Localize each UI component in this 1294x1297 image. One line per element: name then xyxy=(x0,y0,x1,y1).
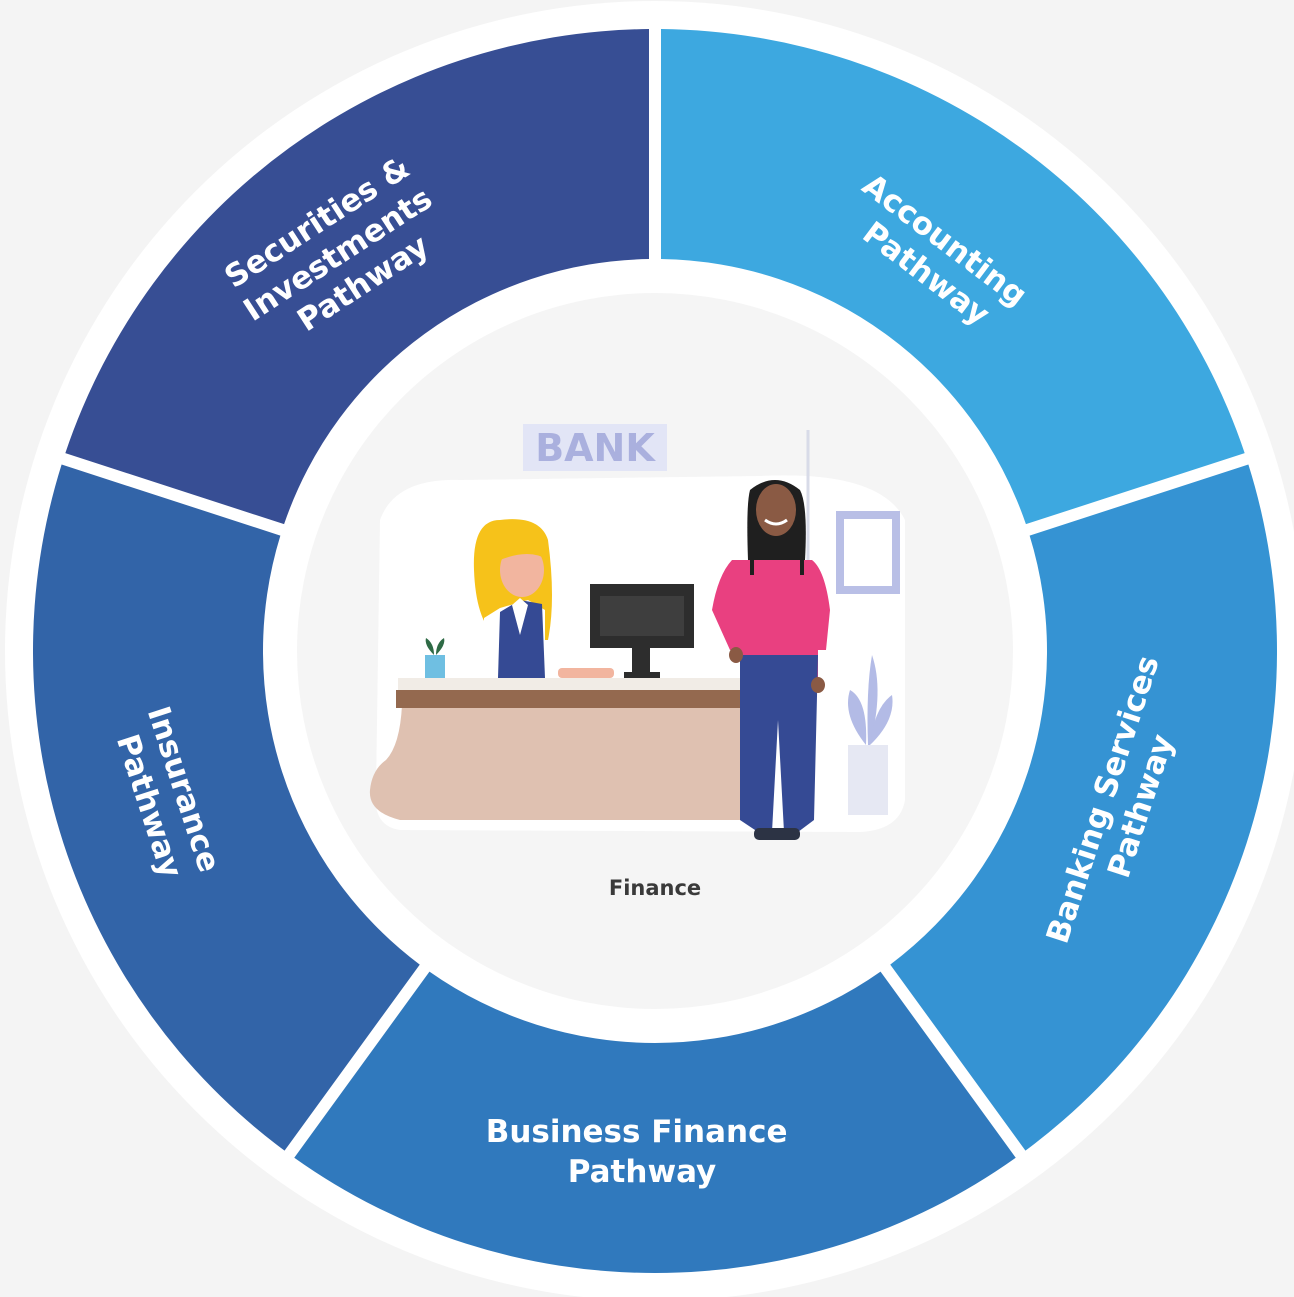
desk-front xyxy=(369,705,748,820)
desk-plant-icon xyxy=(425,638,445,678)
bank-sign xyxy=(523,424,667,471)
customer-figure xyxy=(712,480,830,840)
segment-insurance[interactable] xyxy=(33,464,420,1151)
segment-business[interactable] xyxy=(294,971,1016,1273)
label-business-line-1: Business Finance xyxy=(486,1114,788,1150)
segment-accounting[interactable] xyxy=(660,29,1245,525)
bank-illustration: BANK xyxy=(369,424,905,840)
center-caption: Finance xyxy=(609,876,701,900)
segment-banking[interactable] xyxy=(890,464,1277,1151)
picture-frame xyxy=(836,511,900,594)
svg-text:Business Finance Pathway: Business Finance Pathway xyxy=(486,1114,799,1190)
label-business: Business Finance Pathway xyxy=(486,1114,799,1190)
bank-teller-figure xyxy=(473,519,614,678)
desk-edge xyxy=(396,690,748,708)
computer-monitor-icon xyxy=(590,584,694,678)
ring-segments xyxy=(33,29,1277,1273)
bank-sign-text: BANK xyxy=(535,426,656,470)
label-business-line-2: Pathway xyxy=(568,1154,717,1190)
desk-top xyxy=(398,678,748,690)
segment-securities[interactable] xyxy=(65,29,650,525)
plant-icon xyxy=(848,655,893,815)
